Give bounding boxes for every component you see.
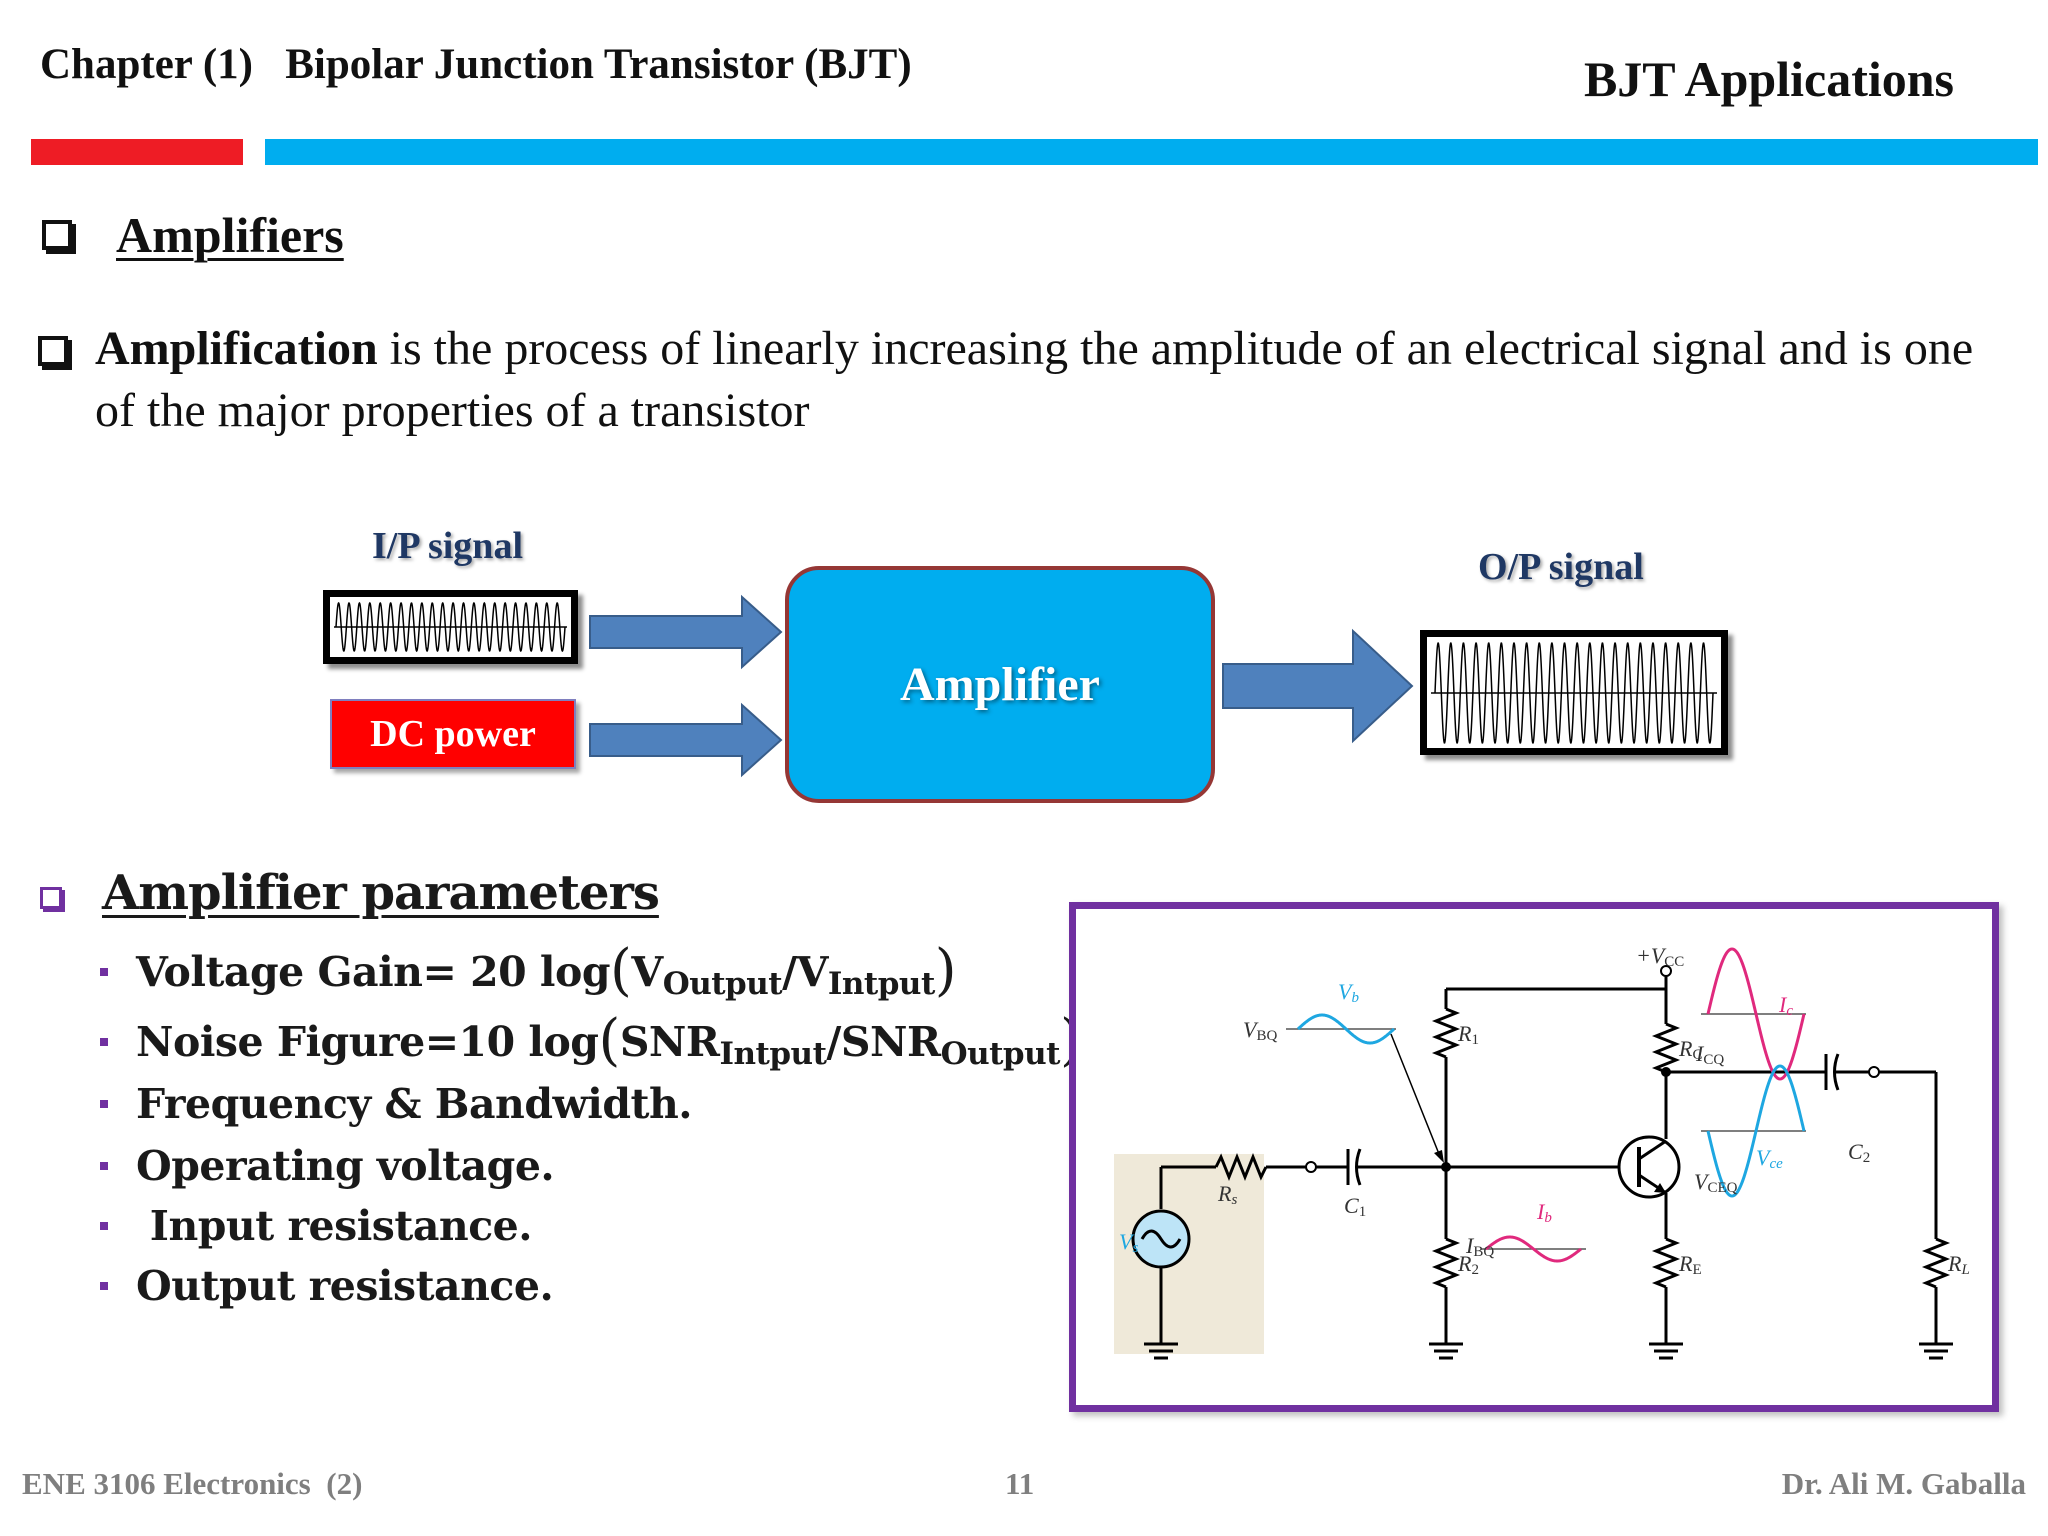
bullet-icon xyxy=(100,1037,108,1046)
resistor-r1 xyxy=(1431,1007,1461,1059)
common-emitter-circuit: +VCC Vb VBQ R1 R2 RC RE Rs RL C1 C2 Vs I… xyxy=(1114,943,1970,1360)
dc-arrow-icon xyxy=(589,702,783,778)
r1-label: R1 xyxy=(1457,1021,1479,1048)
resistor-rc xyxy=(1651,1022,1681,1074)
ic-label: Ic xyxy=(1778,992,1793,1019)
resistor-rs xyxy=(1214,1152,1268,1182)
circuit-diagram-frame: +VCC Vb VBQ R1 R2 RC RE Rs RL C1 C2 Vs I… xyxy=(1069,902,1999,1412)
checkbox-bullet-icon xyxy=(42,220,72,250)
ib-label: Ib xyxy=(1536,1199,1552,1226)
ground-icon xyxy=(1649,1342,1683,1360)
vce-label: Vce xyxy=(1756,1145,1783,1172)
output-arrow-icon xyxy=(1222,628,1414,744)
list-item: Noise Figure=10 log(SNRIntput/SNROutput) xyxy=(100,1008,1082,1073)
re-label: RE xyxy=(1678,1251,1702,1278)
header-blue-bar xyxy=(265,139,2038,165)
pointer-arrow-icon xyxy=(1434,1150,1444,1163)
footer-author: Dr. Ali M. Gaballa xyxy=(1781,1466,2026,1501)
resistor-re xyxy=(1651,1237,1681,1289)
ib-waveform xyxy=(1485,1235,1582,1263)
rc-label: RC xyxy=(1678,1036,1702,1063)
input-signal-box xyxy=(323,590,578,664)
footer-course: ENE 3106 Electronics (2) xyxy=(22,1466,363,1501)
bullet-icon xyxy=(100,1221,108,1230)
ground-icon xyxy=(1429,1342,1463,1360)
header-red-bar xyxy=(31,139,243,165)
list-item: Operating voltage. xyxy=(100,1142,555,1190)
bullet-icon xyxy=(100,1161,108,1170)
pointer-line xyxy=(1390,1033,1442,1160)
bullet-icon xyxy=(100,1099,108,1108)
ibq-label: IBQ xyxy=(1465,1233,1494,1260)
sine-symbol xyxy=(1140,1229,1182,1249)
dc-power-box: DC power xyxy=(330,699,576,769)
output-signal-box xyxy=(1420,630,1728,755)
input-waveform xyxy=(334,601,567,653)
definition-term: Amplification xyxy=(95,322,378,375)
c1-label: C1 xyxy=(1344,1193,1366,1220)
list-item: Input resistance. xyxy=(100,1202,533,1250)
section-title: Amplifiers xyxy=(116,207,344,263)
output-signal-label: O/P signal xyxy=(1478,546,1644,588)
rl-label: RL xyxy=(1947,1251,1970,1278)
list-item: Output resistance. xyxy=(100,1262,554,1310)
input-signal-label: I/P signal xyxy=(372,525,523,567)
vceq-label: VCEQ xyxy=(1694,1169,1738,1196)
ic-waveform xyxy=(1706,947,1806,1081)
output-waveform xyxy=(1431,642,1717,744)
bullet-icon xyxy=(100,1281,108,1290)
list-item: Frequency & Bandwidth. xyxy=(100,1080,693,1128)
capacitor-c2-plate xyxy=(1833,1053,1840,1091)
vs-label: Vs xyxy=(1119,1229,1138,1256)
c2-label: C2 xyxy=(1848,1139,1870,1166)
checkbox-bullet-icon xyxy=(40,887,62,909)
footer-page-number: 11 xyxy=(1005,1466,1035,1501)
vbq-label: VBQ xyxy=(1243,1017,1277,1044)
amplifier-block: Amplifier xyxy=(785,566,1215,803)
vb-waveform xyxy=(1296,1013,1396,1045)
vce-waveform xyxy=(1706,1064,1806,1198)
list-item: Voltage Gain= 20 log(VOutput/VIntput) xyxy=(100,938,957,1003)
icq-label: ICQ xyxy=(1695,1041,1724,1068)
topic-title: BJT Applications xyxy=(1583,51,1954,107)
vcc-label: +VCC xyxy=(1636,943,1684,970)
input-arrow-icon xyxy=(589,594,783,670)
terminal-node xyxy=(1305,1161,1317,1173)
resistor-rl xyxy=(1921,1237,1951,1289)
ground-icon xyxy=(1144,1342,1178,1360)
ground-icon xyxy=(1919,1342,1953,1360)
parameters-title: Amplifier parameters xyxy=(102,865,660,921)
emitter-arrow-icon xyxy=(1654,1183,1666,1193)
transistor-collector xyxy=(1638,1139,1667,1161)
resistor-r2 xyxy=(1431,1237,1461,1289)
checkbox-bullet-icon xyxy=(38,336,68,366)
output-terminal xyxy=(1868,1066,1880,1078)
bullet-icon xyxy=(100,967,108,976)
r2-label: R2 xyxy=(1457,1251,1479,1278)
definition-paragraph: Amplification is the process of linearly… xyxy=(95,318,2015,442)
npn-transistor-icon xyxy=(1617,1135,1681,1199)
rs-label: Rs xyxy=(1217,1181,1237,1208)
chapter-title: Chapter (1) Bipolar Junction Transistor … xyxy=(40,41,912,88)
definition-text: is the process of linearly increasing th… xyxy=(95,322,1974,437)
capacitor-c1-plate xyxy=(1355,1148,1362,1186)
vb-label: Vb xyxy=(1338,979,1359,1006)
